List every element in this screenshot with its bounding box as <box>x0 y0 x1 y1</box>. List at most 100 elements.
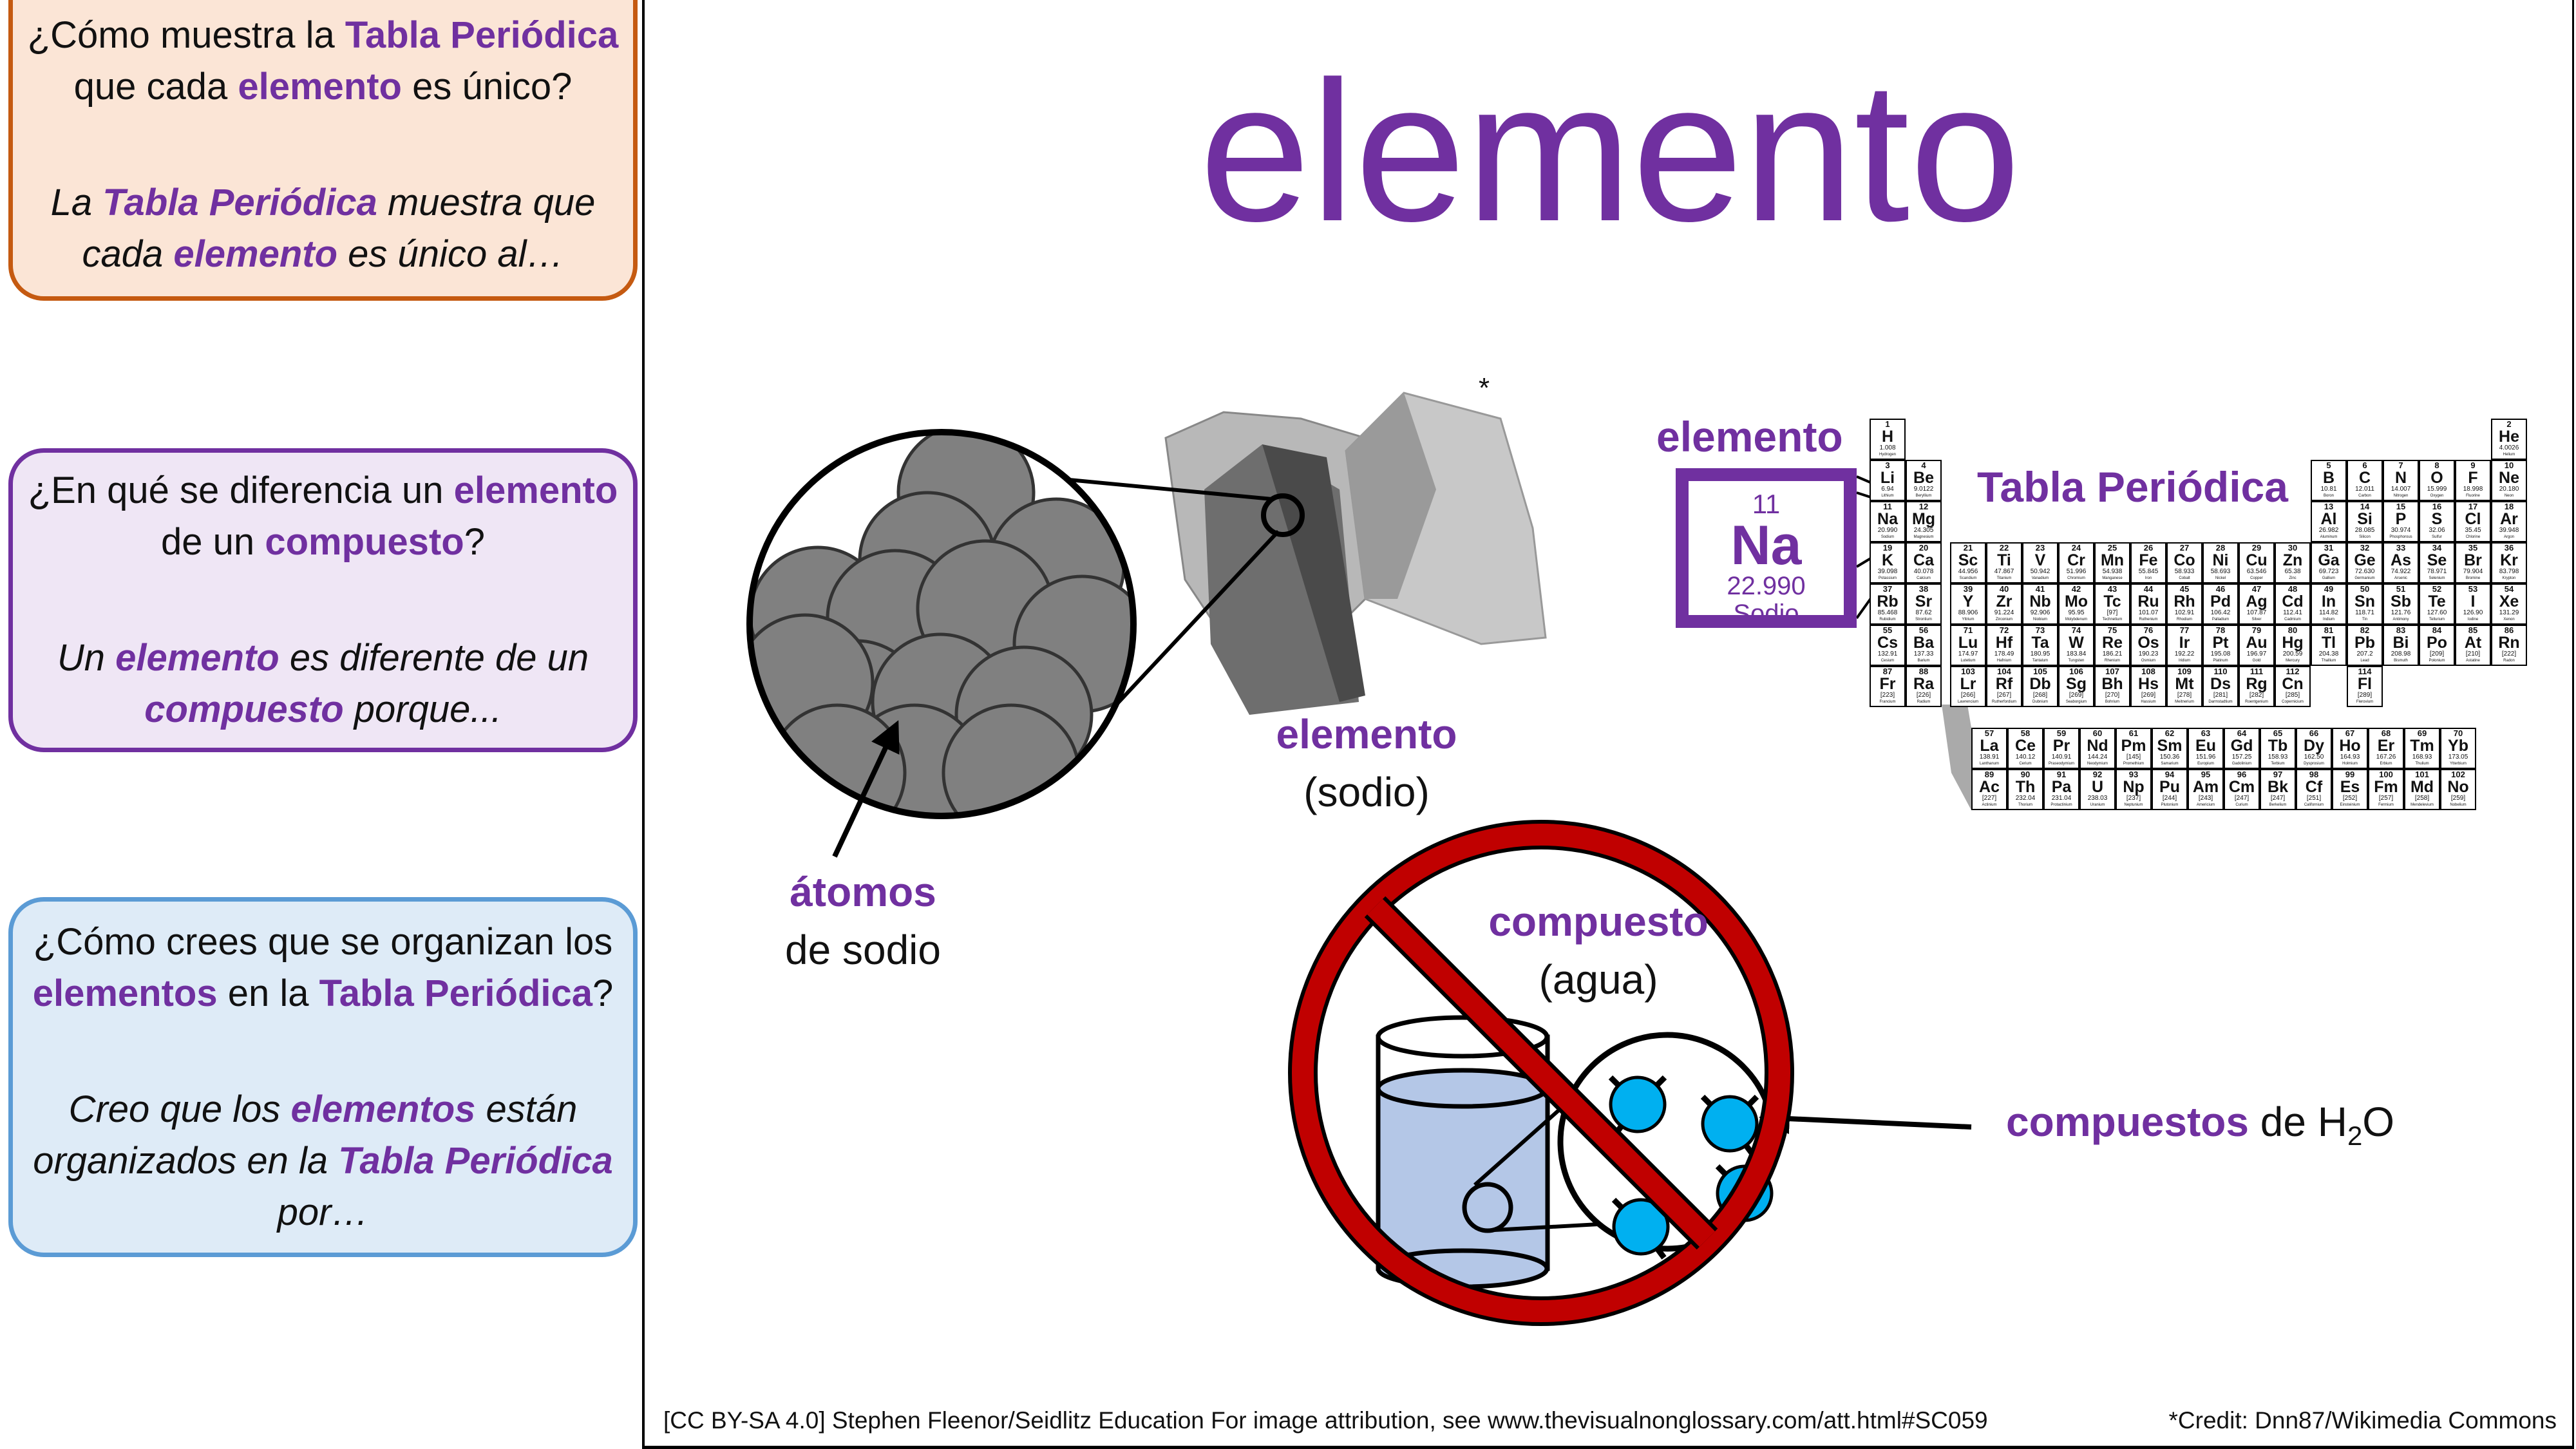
element-number: 101 <box>2415 770 2429 779</box>
element-number: 57 <box>1984 728 1994 738</box>
element-number: 103 <box>1961 667 1975 676</box>
element-number: 110 <box>2213 667 2228 676</box>
element-symbol: Fl <box>2357 675 2372 693</box>
element-name: Neodymium <box>2087 762 2108 766</box>
element-mass: [251] <box>2306 795 2322 802</box>
element-mass: 14.007 <box>2391 486 2411 493</box>
atoms-label-bold: átomos <box>790 869 936 915</box>
element-name: Krypton <box>2502 576 2516 580</box>
element-symbol: Te <box>2428 592 2446 611</box>
element-number: 30 <box>2287 543 2298 553</box>
element-number: 80 <box>2287 625 2298 635</box>
element-symbol: W <box>2069 634 2084 652</box>
element-number: 105 <box>2033 667 2047 676</box>
element-name: Praseodymium <box>2048 762 2074 766</box>
element-name: Hafnium <box>1996 659 2012 663</box>
element-mass: 40.078 <box>1913 568 1934 575</box>
element-symbol: Hs <box>2138 675 2159 693</box>
element-name: Lanthanum <box>1979 762 2000 766</box>
element-name: Ruthenium <box>2139 618 2158 621</box>
element-symbol: Fm <box>2374 778 2398 796</box>
text-segment: muestra que cada <box>82 182 596 275</box>
element-mass: 63.546 <box>2246 568 2267 575</box>
text-segment: ¿Cómo muestra la <box>27 14 345 56</box>
element-mass: [244] <box>2162 795 2177 802</box>
element-mass: 173.05 <box>2448 753 2468 761</box>
element-name: Cesium <box>1880 659 1895 663</box>
element-number: 25 <box>2107 543 2117 553</box>
element-symbol: Zn <box>2282 551 2303 569</box>
element-symbol: I <box>2470 592 2476 611</box>
element-name: Chlorine <box>2465 535 2481 539</box>
element-name: Thulium <box>2415 762 2429 766</box>
element-number: 107 <box>2105 667 2119 676</box>
element-name: Silver <box>2251 618 2262 621</box>
element-name: Iron <box>2145 576 2152 580</box>
element-number: 86 <box>2504 625 2514 635</box>
element-number: 90 <box>2020 770 2031 779</box>
element-mass: 190.23 <box>2138 650 2159 658</box>
element-symbol: Cm <box>2228 778 2255 796</box>
element-symbol: Am <box>2192 778 2219 796</box>
element-number: 94 <box>2164 770 2175 779</box>
element-symbol: Po <box>2427 634 2447 652</box>
element-name: Bismuth <box>2394 659 2408 663</box>
element-mass: 74.922 <box>2391 568 2411 575</box>
water-molecule <box>1608 1075 1667 1137</box>
element-name: Sulfur <box>2432 535 2442 539</box>
element-symbol: Ru <box>2137 592 2159 611</box>
element-symbol: Cr <box>2067 551 2085 569</box>
element-name: Xenon <box>2503 618 2515 621</box>
element-mass: [269] <box>2141 692 2156 699</box>
element-name: Rhenium <box>2104 659 2120 663</box>
element-mass: 167.26 <box>2376 753 2396 761</box>
element-number: 98 <box>2309 770 2319 779</box>
element-mass: 162.50 <box>2304 753 2324 761</box>
element-mass: [266] <box>1960 692 1976 699</box>
element-number: 7 <box>2398 460 2403 470</box>
element-symbol: S <box>2431 510 2443 528</box>
element-mass: 140.91 <box>2051 753 2072 761</box>
element-number: 58 <box>2020 728 2031 738</box>
element-symbol: Rg <box>2246 675 2268 693</box>
element-name: Zinc <box>2289 576 2297 580</box>
element-number: 28 <box>2215 543 2226 553</box>
element-name: Tungsten <box>2068 659 2085 663</box>
element-symbol: Pr <box>2052 737 2070 755</box>
sodium-element-box: 11 Na 22.990 Sodio <box>1676 468 1857 628</box>
element-mass: 196.97 <box>2246 650 2267 658</box>
element-number: 43 <box>2107 584 2117 594</box>
element-symbol: Pb <box>2354 634 2375 652</box>
element-number: 72 <box>1999 625 2009 635</box>
compounds-arrow <box>1759 1103 1972 1135</box>
element-name: Terbium <box>2271 762 2285 766</box>
element-name: Darmstadtium <box>2208 700 2233 704</box>
text-segment: ¿Cómo crees que se organizan los <box>33 920 613 963</box>
element-number: 71 <box>1963 625 1973 635</box>
element-number: 26 <box>2143 543 2154 553</box>
element-mass: [285] <box>2285 692 2300 699</box>
highlight-term: elemento <box>453 469 618 511</box>
compounds-bold: compuestos <box>2006 1099 2249 1145</box>
element-name: Mercury <box>2286 659 2300 663</box>
element-number: 48 <box>2287 584 2298 594</box>
element-number: 45 <box>2179 584 2190 594</box>
element-symbol: Pt <box>2212 634 2229 652</box>
element-name: Polonium <box>2429 659 2445 663</box>
element-mass: 83.798 <box>2499 568 2519 575</box>
element-name: Californium <box>2304 803 2324 807</box>
